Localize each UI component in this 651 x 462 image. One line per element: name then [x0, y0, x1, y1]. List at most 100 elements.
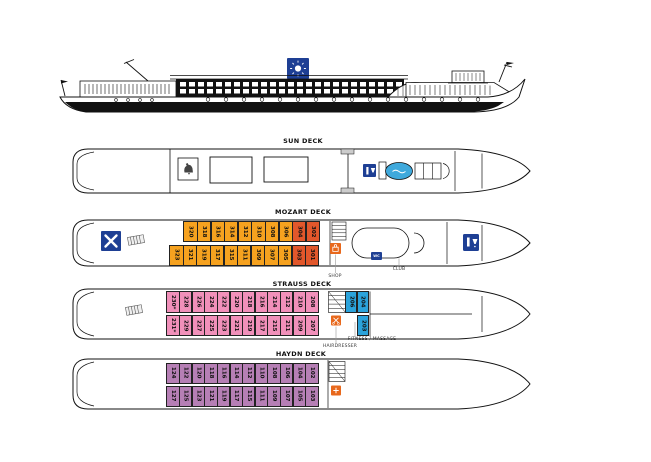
cabin-214: 214: [267, 291, 281, 313]
cabin-211: 211: [280, 314, 294, 336]
sun-deck-label: SUN DECK: [283, 137, 323, 145]
cabin-311: 311: [237, 244, 252, 266]
cabin-118: 118: [204, 362, 218, 384]
portholes: [114, 97, 481, 102]
stairs-icon: [328, 291, 346, 313]
shop-label: SHOP: [328, 274, 342, 279]
cabin-219: 219: [242, 314, 256, 336]
cabin-316: 316: [210, 221, 225, 242]
cabin-210: 210: [292, 291, 307, 313]
cabin-312: 312: [237, 221, 253, 242]
bell-icon: [184, 163, 193, 175]
cabin-304: 304: [292, 221, 307, 242]
hairdresser-icon: [331, 315, 341, 326]
shop-icon: [330, 243, 341, 254]
strauss-suite-row-bottom: 203: [357, 314, 370, 336]
cabin-209: 209: [292, 314, 307, 336]
cabin-302: 302: [305, 221, 321, 242]
gangway-icon: [125, 304, 143, 316]
cabin-108: 108: [267, 362, 281, 384]
club-label: CLUB: [392, 267, 406, 272]
cabin-203: 203: [357, 314, 370, 336]
cabin-224: 224: [204, 291, 218, 313]
cabin-115: 115: [242, 385, 256, 407]
cabin-303: 303: [291, 244, 306, 266]
fitness-massage-label: FITNESS / MASSAGE: [347, 337, 397, 342]
cabin-105: 105: [292, 385, 307, 407]
gangway-icon: [127, 234, 145, 246]
cabin-216: 216: [254, 291, 269, 313]
stairs-icon: [331, 221, 347, 241]
cabin-117: 117: [229, 385, 243, 407]
cabin-124: 124: [166, 362, 180, 384]
cabin-207: 207: [305, 314, 319, 336]
cabin-309: 309: [250, 244, 266, 266]
pool: [385, 162, 413, 180]
haydn-deck-label: HAYDN DECK: [275, 350, 327, 358]
cabin-314: 314: [224, 221, 239, 242]
bar-icon: [463, 234, 479, 251]
cabin-220: 220: [229, 291, 243, 313]
cabin-223: 223: [216, 314, 231, 336]
cabin-320: 320: [183, 221, 198, 242]
cabin-107: 107: [280, 385, 294, 407]
cabin-225: 225: [204, 314, 218, 336]
ship-profile: [59, 58, 526, 113]
cabin-221: 221: [229, 314, 243, 336]
cabin-206: 206: [345, 291, 358, 313]
cabin-319: 319: [196, 244, 211, 266]
cabin-123: 123: [191, 385, 205, 407]
bar-icon: [363, 164, 376, 177]
cabin-116: 116: [216, 362, 231, 384]
stairs-icon: [328, 361, 346, 382]
cabin-106: 106: [280, 362, 294, 384]
cabin-323: 323: [169, 244, 184, 266]
cabin-104: 104: [292, 362, 307, 384]
cabin-103: 103: [305, 385, 319, 407]
cabin-125: 125: [178, 385, 193, 407]
cabin-122: 122: [178, 362, 193, 384]
cabin-102: 102: [305, 362, 319, 384]
cabin-301: 301: [305, 244, 320, 266]
cabin-226: 226: [191, 291, 205, 313]
cabin-121: 121: [204, 385, 218, 407]
cabin-204: 204: [356, 291, 369, 313]
cabin-306: 306: [278, 221, 293, 242]
cabin-305: 305: [277, 244, 293, 266]
cabin-230: 230*: [166, 291, 180, 313]
cabin-208: 208: [305, 291, 319, 313]
cabin-307: 307: [264, 244, 279, 266]
strauss-deck-label: STRAUSS DECK: [272, 280, 332, 288]
cabin-212: 212: [280, 291, 294, 313]
cabin-112: 112: [242, 362, 256, 384]
cabin-310: 310: [251, 221, 266, 242]
cabin-231: 231*: [166, 314, 180, 336]
wc-icon: WC: [371, 252, 382, 260]
cabin-317: 317: [210, 244, 225, 266]
cabin-315: 315: [223, 244, 238, 266]
cabin-321: 321: [182, 244, 198, 266]
cabin-109: 109: [267, 385, 281, 407]
cabin-110: 110: [254, 362, 269, 384]
cabin-127: 127: [166, 385, 180, 407]
cabin-119: 119: [216, 385, 231, 407]
cabin-228: 228: [178, 291, 193, 313]
cabin-308: 308: [264, 221, 280, 242]
sun-deck-plan: [72, 148, 531, 194]
cabin-318: 318: [196, 221, 212, 242]
cabin-111: 111: [254, 385, 269, 407]
cabin-120: 120: [191, 362, 205, 384]
hairdresser-label: HAIRDRESSER: [322, 344, 358, 349]
mozart-deck-label: MOZART DECK: [274, 208, 332, 216]
restaurant-icon: [101, 231, 121, 251]
cabin-229: 229: [178, 314, 193, 336]
cabin-227: 227: [191, 314, 205, 336]
